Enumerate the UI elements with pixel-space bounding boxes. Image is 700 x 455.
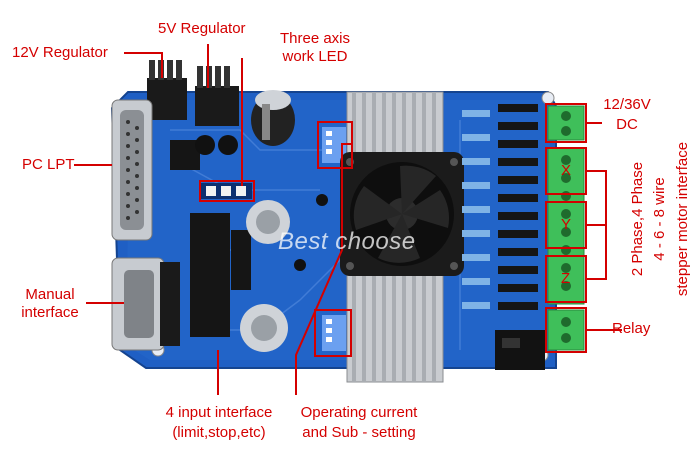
label-dc: DC — [616, 116, 638, 133]
label-sub-setting: and Sub - setting — [302, 424, 416, 441]
label-axis-y: Y — [561, 216, 572, 233]
label-12v-regulator: 12V Regulator — [12, 44, 108, 61]
label-axis-x: X — [561, 162, 572, 179]
terminal-relay — [547, 309, 585, 351]
label-interface: interface — [21, 304, 79, 321]
small-capacitors — [195, 135, 328, 271]
label-three-axis: Three axis — [279, 30, 351, 47]
label-wire: 4 - 6 - 8 wire — [651, 177, 668, 261]
label-relay: Relay — [612, 320, 651, 337]
terminal-dc — [547, 105, 585, 141]
label-5v-regulator: 5V Regulator — [158, 20, 246, 37]
label-work-led: work LED — [282, 48, 348, 65]
label-axis-z: Z — [561, 270, 571, 287]
label-pc-lpt: PC LPT — [22, 156, 75, 173]
diode-column — [498, 104, 538, 310]
db15-connector — [111, 257, 180, 351]
label-operating-current: Operating current — [300, 404, 418, 421]
label-12-36v: 12/36V — [603, 96, 651, 113]
cooling-fan — [340, 152, 464, 276]
relay-component — [495, 330, 545, 370]
label-phase: 2 Phase,4 Phase — [629, 161, 646, 277]
regulator-5v — [195, 66, 239, 126]
capacitor-top — [251, 90, 295, 146]
led-row — [200, 183, 252, 199]
watermark-text: Best choose — [278, 228, 416, 255]
label-4-input: 4 input interface — [165, 404, 273, 421]
label-stepper-interface: stepper motor interface — [674, 141, 691, 297]
ic-chips — [170, 140, 251, 337]
db25-connector — [111, 99, 153, 241]
label-limit-stop: (limit,stop,etc) — [172, 424, 266, 441]
resistor-column — [462, 110, 490, 309]
annotation-lines — [74, 44, 622, 395]
dip-switch-bottom — [322, 315, 346, 351]
label-manual: Manual — [25, 286, 75, 303]
capacitor-bottom — [240, 304, 288, 352]
regulator-12v — [147, 60, 187, 120]
capacitor-middle — [246, 200, 290, 244]
